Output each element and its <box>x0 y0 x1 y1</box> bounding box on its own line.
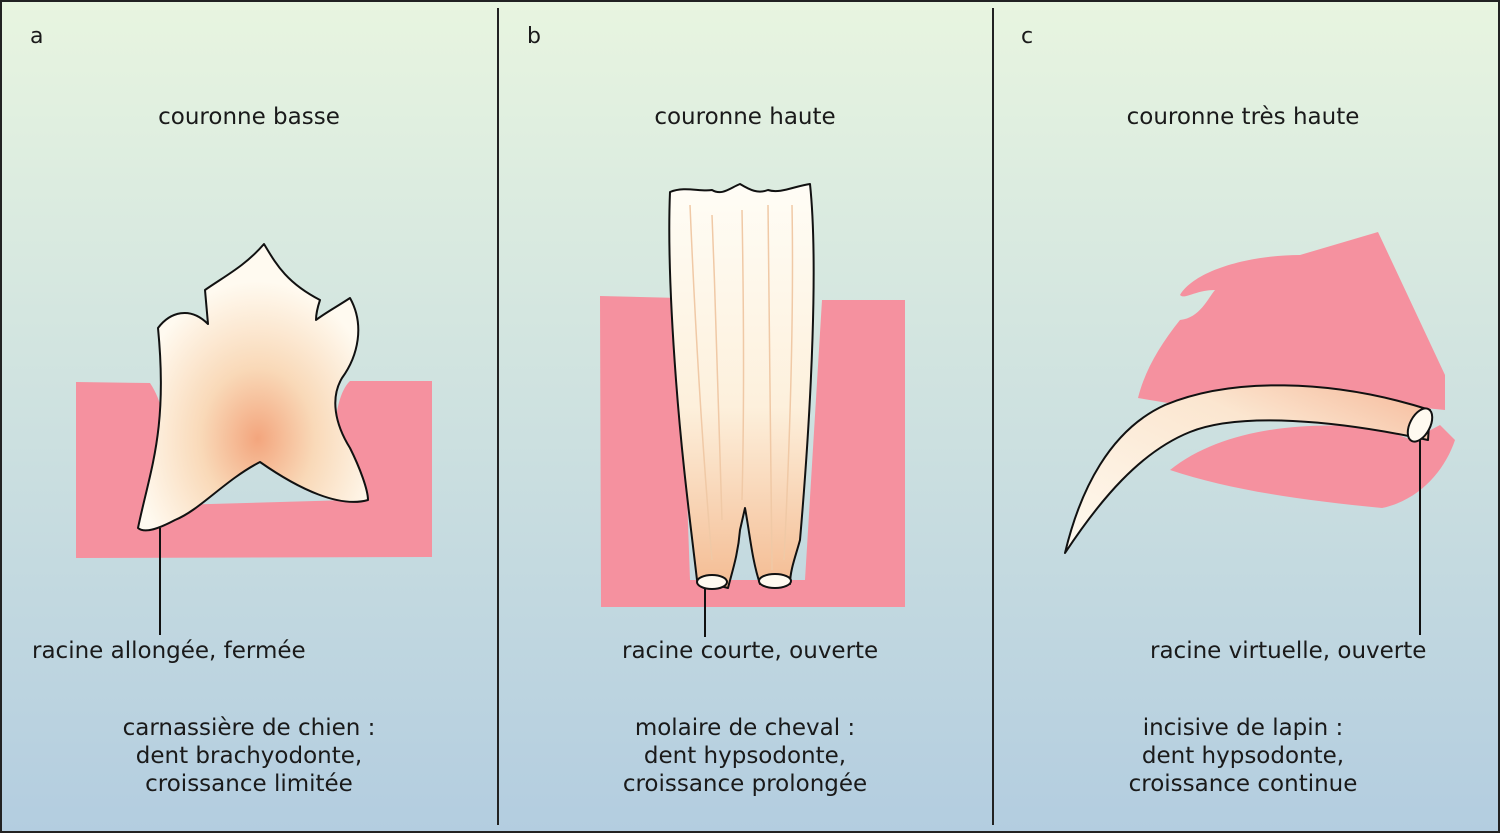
gum-upper <box>1138 232 1445 410</box>
panel-letter: b <box>527 24 541 49</box>
molar-tooth <box>668 183 815 589</box>
caption-line: croissance limitée <box>145 771 353 797</box>
open-root-right <box>758 573 792 589</box>
crown-label: couronne basse <box>158 104 340 130</box>
caption-line: croissance continue <box>1128 771 1358 797</box>
open-root-left <box>696 574 728 590</box>
root-label: racine allongée, fermée <box>32 638 306 664</box>
panel-c-illustration <box>1064 232 1455 635</box>
caption-line: dent hypsodonte, <box>1141 743 1345 769</box>
crown-label: couronne haute <box>654 104 836 130</box>
gum-lower <box>1170 425 1455 508</box>
molar-enamel-lines <box>689 204 794 571</box>
root-label: racine courte, ouverte <box>622 638 879 664</box>
panel-letter: c <box>1021 24 1034 49</box>
tooth-caption: molaire de cheval : dent hypsodonte, cro… <box>623 714 867 798</box>
panel-letter: a <box>30 24 44 49</box>
carnassial-tooth <box>137 243 369 532</box>
caption-line: incisive de lapin : <box>1142 715 1344 741</box>
caption-line: carnassière de chien : <box>122 715 376 741</box>
caption-line: molaire de cheval : <box>634 715 856 741</box>
crown-label: couronne très haute <box>1126 104 1360 130</box>
tooth-caption: incisive de lapin : dent hypsodonte, cro… <box>1129 714 1358 798</box>
tooth-caption: carnassière de chien : dent brachyodonte… <box>123 714 376 798</box>
panel-b-illustration <box>600 183 905 637</box>
caption-line: dent brachyodonte, <box>135 743 363 769</box>
root-label: racine virtuelle, ouverte <box>1150 638 1427 664</box>
panel-a-illustration <box>76 243 432 635</box>
caption-line: croissance prolongée <box>622 771 868 797</box>
open-root <box>1406 407 1434 443</box>
caption-line: dent hypsodonte, <box>643 743 847 769</box>
